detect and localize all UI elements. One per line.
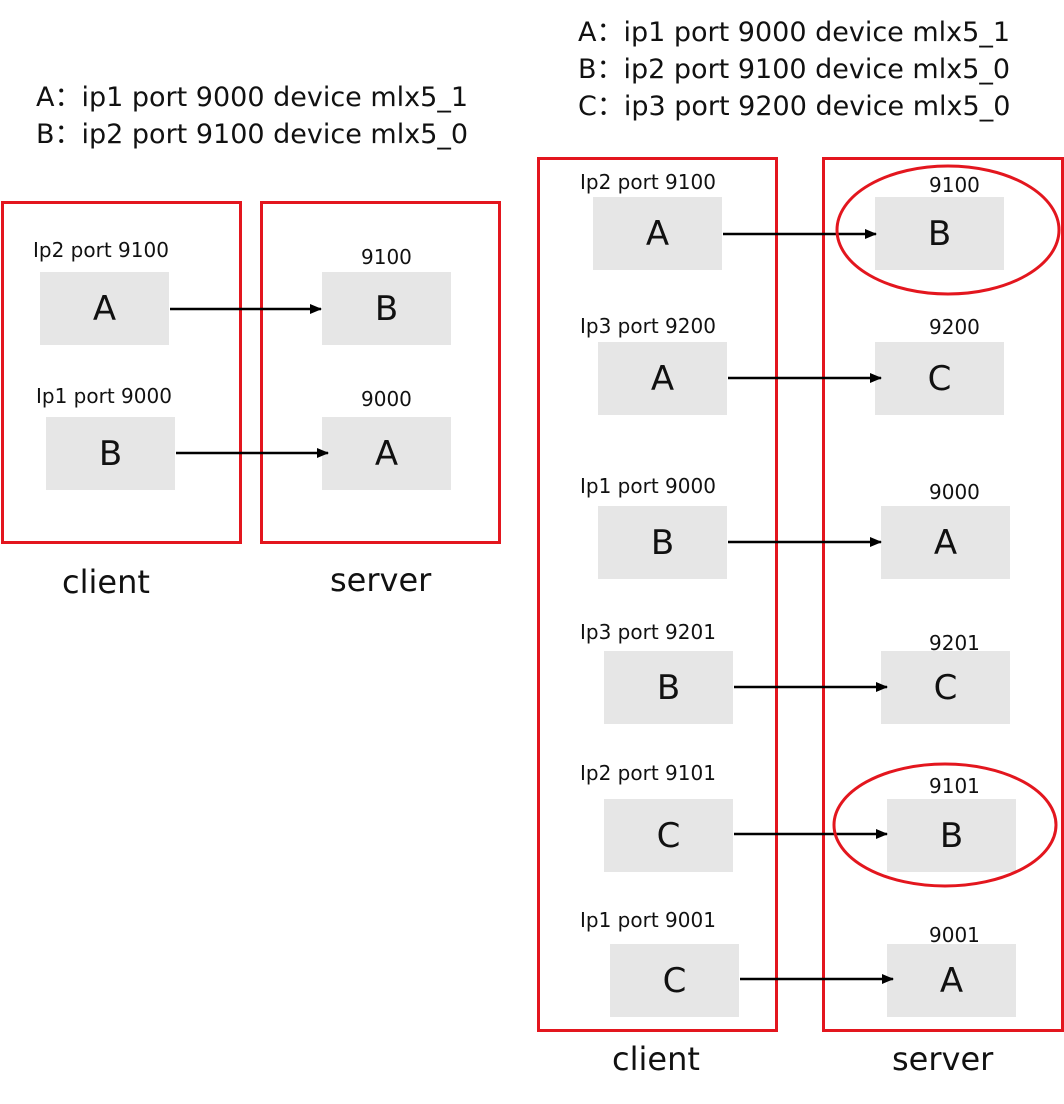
- right-legend-line-a: A：ip1 port 9000 device mlx5_1: [578, 17, 1010, 48]
- right-row3-server-port: 9000: [929, 480, 980, 504]
- right-row4-client-node: B: [604, 651, 733, 724]
- right-row2-server-port: 9200: [929, 315, 980, 339]
- right-row1-client-node: A: [593, 197, 722, 270]
- left-legend-line-a: A：ip1 port 9000 device mlx5_1: [36, 82, 468, 113]
- left-server-caption: server: [330, 561, 432, 599]
- left-legend-line-b: B：ip2 port 9100 device mlx5_0: [36, 119, 469, 150]
- right-row4-server-node: C: [881, 651, 1010, 724]
- right-row6-server-port: 9001: [929, 923, 980, 947]
- left-row1-client-node: A: [40, 272, 169, 345]
- right-legend-line-c: C：ip3 port 9200 device mlx5_0: [578, 91, 1011, 122]
- right-row5-server-node: B: [887, 799, 1016, 872]
- right-row2-client-label: Ip3 port 9200: [580, 314, 716, 338]
- right-row6-client-label: Ip1 port 9001: [580, 908, 716, 932]
- right-row1-server-port: 9100: [929, 173, 980, 197]
- right-legend-line-b: B：ip2 port 9100 device mlx5_0: [578, 54, 1011, 85]
- right-server-frame: [822, 157, 1064, 1032]
- left-server-frame: [260, 201, 501, 544]
- right-row3-client-label: Ip1 port 9000: [580, 474, 716, 498]
- right-row1-server-node: B: [875, 197, 1004, 270]
- left-row2-client-node: B: [46, 417, 175, 490]
- left-row2-client-label: Ip1 port 9000: [36, 384, 172, 408]
- left-client-caption: client: [62, 563, 150, 601]
- right-row4-client-label: Ip3 port 9201: [580, 620, 716, 644]
- right-client-frame: [537, 157, 778, 1032]
- right-row1-client-label: Ip2 port 9100: [580, 170, 716, 194]
- right-row4-server-port: 9201: [929, 631, 980, 655]
- right-row3-server-node: A: [881, 506, 1010, 579]
- right-row6-server-node: A: [887, 944, 1016, 1017]
- left-row2-server-port: 9000: [361, 387, 412, 411]
- left-row2-server-node: A: [322, 417, 451, 490]
- right-row2-server-node: C: [875, 342, 1004, 415]
- left-row1-client-label: Ip2 port 9100: [33, 238, 169, 262]
- right-row6-client-node: C: [610, 944, 739, 1017]
- right-row5-client-node: C: [604, 799, 733, 872]
- right-row2-client-node: A: [598, 342, 727, 415]
- right-row5-server-port: 9101: [929, 774, 980, 798]
- left-row1-server-node: B: [322, 272, 451, 345]
- left-client-frame: [1, 201, 242, 544]
- right-row5-client-label: Ip2 port 9101: [580, 761, 716, 785]
- left-row1-server-port: 9100: [361, 245, 412, 269]
- right-client-caption: client: [612, 1040, 700, 1078]
- right-server-caption: server: [892, 1040, 994, 1078]
- right-row3-client-node: B: [598, 506, 727, 579]
